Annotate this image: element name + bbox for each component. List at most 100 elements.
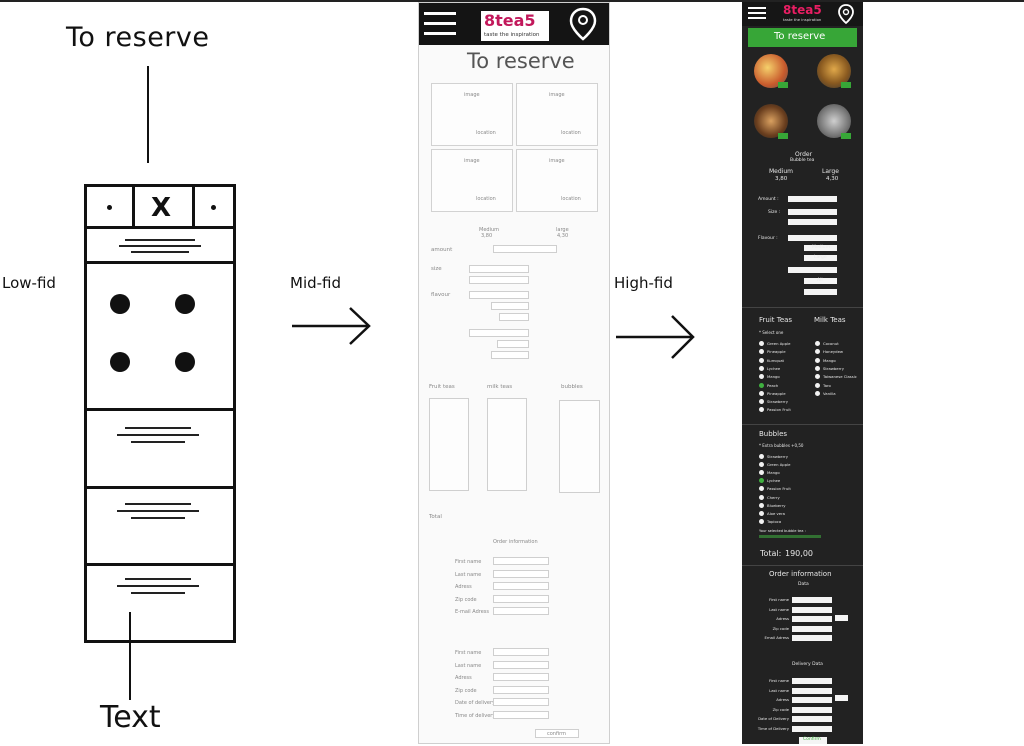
- card-image-label: image: [549, 92, 565, 98]
- hf-confirm-button[interactable]: Confirm: [799, 737, 827, 744]
- hamburger-menu-icon[interactable]: [424, 11, 456, 37]
- hf-flavour-button-large[interactable]: Large: [804, 255, 837, 261]
- hf-bubble-radio[interactable]: [759, 494, 764, 500]
- mf-flavour-input[interactable]: [491, 302, 529, 310]
- hf-bubble-radio[interactable]: [759, 454, 764, 459]
- mf-location-card[interactable]: image location: [431, 83, 513, 146]
- hf-flavour-input[interactable]: [788, 235, 837, 241]
- mf-delivery-label: Date of delivery: [455, 700, 496, 706]
- hf-delivery-input[interactable]: [792, 725, 832, 732]
- hf-fruit-radio[interactable]: [759, 390, 764, 396]
- hf-milk-radio[interactable]: [815, 341, 820, 346]
- hf-address-lookup-button[interactable]: [835, 615, 848, 621]
- mf-flavour-input[interactable]: [469, 291, 529, 299]
- hf-billing-input[interactable]: [792, 635, 832, 641]
- hf-location-photo[interactable]: [754, 104, 788, 138]
- mf-flavour-input[interactable]: [497, 340, 529, 348]
- mf-billing-label: E-mail Adress: [455, 609, 490, 615]
- high-fid-label: High-fid: [614, 274, 673, 292]
- location-pin-icon[interactable]: [569, 7, 597, 41]
- mf-size-input[interactable]: [469, 265, 529, 273]
- hf-fruit-radio[interactable]: [759, 341, 764, 346]
- card-image-label: image: [464, 92, 480, 98]
- hf-size-input[interactable]: [788, 219, 837, 225]
- mf-delivery-input[interactable]: [493, 685, 549, 694]
- mf-milk-list-box[interactable]: [487, 398, 527, 491]
- hf-flavour-button-all[interactable]: All: [804, 278, 837, 284]
- mf-billing-label: Last name: [455, 571, 482, 578]
- mf-size-input[interactable]: [469, 276, 529, 284]
- hf-size-input[interactable]: [788, 209, 837, 215]
- hf-billing-input[interactable]: [792, 606, 832, 613]
- hf-delivery-input[interactable]: [792, 706, 832, 713]
- hf-address-lookup-button[interactable]: [835, 695, 848, 701]
- mf-flavour-label: flavour: [431, 292, 451, 298]
- hf-billing-label: Adress: [776, 616, 789, 621]
- lf-location-dot: [211, 205, 216, 210]
- mf-delivery-input[interactable]: [493, 648, 549, 656]
- hamburger-menu-icon[interactable]: [748, 6, 766, 21]
- mf-amount-input[interactable]: [493, 245, 557, 253]
- mf-location-card[interactable]: image location: [516, 149, 598, 212]
- hf-milk-radio[interactable]: [815, 349, 820, 355]
- hf-amount-input[interactable]: [788, 196, 837, 202]
- hf-fruit-radio[interactable]: [759, 357, 764, 363]
- hf-bubble-radio[interactable]: [759, 518, 764, 524]
- hf-bubble-radio[interactable]: [759, 510, 764, 516]
- hf-bubble-radio[interactable]: [759, 470, 764, 476]
- mf-location-card[interactable]: image location: [516, 83, 598, 146]
- hf-bubble-radio[interactable]: [759, 486, 764, 492]
- hf-flavour-input[interactable]: [788, 267, 837, 273]
- mf-billing-input[interactable]: [493, 582, 549, 590]
- mf-billing-input[interactable]: [493, 557, 549, 565]
- hf-delivery-input[interactable]: [792, 687, 832, 694]
- mf-flavour-input[interactable]: [491, 351, 529, 359]
- hf-milk-radio[interactable]: [815, 390, 820, 396]
- hf-flavour-button-medium[interactable]: Medium: [804, 245, 837, 251]
- mf-billing-input[interactable]: [493, 594, 549, 603]
- hf-fruit-radio[interactable]: [759, 349, 764, 355]
- hf-amount-label: Amount :: [758, 197, 779, 202]
- hf-delivery-input[interactable]: [792, 716, 832, 722]
- hf-milk-radio[interactable]: [815, 382, 820, 388]
- hf-fruit-radio[interactable]: [759, 399, 764, 405]
- mf-billing-input[interactable]: [493, 569, 549, 578]
- hf-billing-input[interactable]: [792, 625, 832, 632]
- hf-bubble-radio[interactable]: [759, 478, 764, 484]
- mf-delivery-input[interactable]: [493, 698, 549, 706]
- mf-billing-input[interactable]: [493, 607, 549, 615]
- hf-fruit-option: Pineapple: [767, 390, 786, 396]
- mf-delivery-input[interactable]: [493, 710, 549, 719]
- hf-flavour-input[interactable]: [804, 289, 837, 295]
- hf-delivery-input[interactable]: [792, 678, 832, 684]
- hf-billing-input[interactable]: [792, 616, 832, 622]
- hf-fruit-radio[interactable]: [759, 407, 764, 413]
- hf-milk-radio[interactable]: [815, 365, 820, 371]
- mf-delivery-input[interactable]: [493, 673, 549, 681]
- mf-size-label: size: [431, 266, 442, 272]
- card-image-label: image: [549, 158, 565, 164]
- hf-billing-label: Zip code: [772, 625, 789, 631]
- title-connector-line: [147, 66, 149, 163]
- mf-flavour-input[interactable]: [499, 313, 529, 321]
- mf-bubbles-list-box[interactable]: [559, 400, 600, 493]
- mf-order-info-heading: Order information: [493, 539, 538, 545]
- mf-flavour-input[interactable]: [469, 329, 529, 337]
- hf-bubbles-heading: Bubbles: [759, 430, 788, 438]
- hf-bubble-radio[interactable]: [759, 502, 764, 508]
- hf-milk-radio[interactable]: [815, 357, 820, 363]
- mf-location-card[interactable]: image location: [431, 149, 513, 212]
- mid-fid-label: Mid-fid: [290, 274, 342, 292]
- mf-confirm-button[interactable]: confirm: [535, 729, 579, 738]
- hf-milk-radio[interactable]: [815, 374, 820, 380]
- hf-fruit-radio[interactable]: [759, 382, 764, 388]
- hf-delivery-input[interactable]: [792, 697, 832, 703]
- hf-location-photo[interactable]: [817, 104, 851, 138]
- mf-delivery-input[interactable]: [493, 660, 549, 669]
- mf-fruit-list-box[interactable]: [429, 398, 469, 491]
- hf-fruit-radio[interactable]: [759, 374, 764, 380]
- hf-billing-input[interactable]: [792, 597, 832, 603]
- hf-bubble-radio[interactable]: [759, 462, 764, 468]
- location-pin-icon[interactable]: [837, 3, 855, 25]
- hf-fruit-radio[interactable]: [759, 365, 764, 371]
